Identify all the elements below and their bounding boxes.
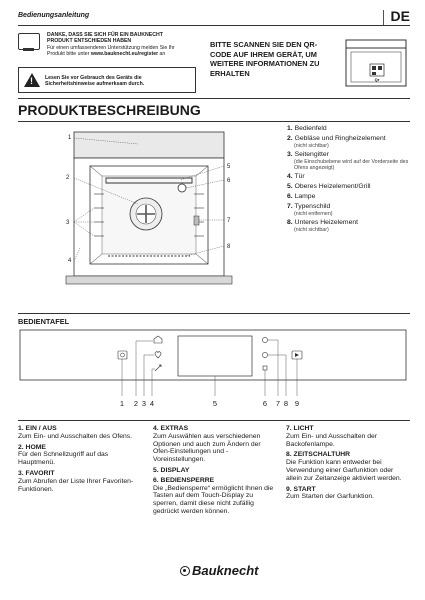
panel-label-3: 3 <box>142 399 146 408</box>
laptop-icon <box>18 33 40 51</box>
panel-label-1: 1 <box>120 399 124 408</box>
control-panel-title: BEDIENTAFEL <box>18 313 410 326</box>
header-divider <box>383 10 384 25</box>
brand-mark-icon <box>180 565 190 576</box>
callout-4: 4 <box>68 258 72 264</box>
control-panel-diagram: 1 2 3 4 5 6 7 8 9 <box>19 329 407 408</box>
callout-1: 1 <box>68 135 72 141</box>
bulb-icon[interactable] <box>262 337 268 343</box>
qr-instruction: BITTE SCANNEN SIE DEN QR- CODE AUF IHREM… <box>210 40 320 78</box>
registration-note: DANKE, DASS SIE SICH FÜR EIN BAUKNECHT P… <box>47 32 175 58</box>
panel-label-2: 2 <box>134 399 138 408</box>
page-header: Bedienungsanleitung DE <box>18 8 410 26</box>
heart-icon[interactable] <box>154 351 162 359</box>
play-icon <box>295 353 299 357</box>
callout-7: 7 <box>227 218 231 224</box>
panel-label-4: 4 <box>150 399 154 408</box>
lamp-icon <box>177 183 187 193</box>
legend-item: 6. Lampe <box>287 193 316 200</box>
power-button[interactable] <box>117 350 128 360</box>
rating-plate <box>193 215 200 226</box>
oven-diagram: 1 2 3 4 5 6 7 8 <box>65 131 233 285</box>
display-screen <box>177 335 253 377</box>
description-column-1: 1. EIN / AUS Zum Ein- und Ausschalten de… <box>18 425 134 493</box>
legend-item: 7. Typenschild(nicht entfernen) <box>287 203 333 217</box>
parts-legend: 1. Bedienfeld 2. Gebläse und Ringheizele… <box>287 125 412 235</box>
section-title: PRODUKTBESCHREIBUNG <box>18 98 410 122</box>
home-icon[interactable] <box>153 335 163 344</box>
register-link[interactable]: www.bauknecht.eu/register <box>90 51 159 58</box>
legend-item: 5. Oberes Heizelement/Grill <box>287 183 371 190</box>
legend-item: 2. Gebläse und Ringheizelement(nicht sic… <box>287 135 386 149</box>
callout-6: 6 <box>227 178 231 184</box>
legend-item: 1. Bedienfeld <box>287 125 327 132</box>
panel-label-6: 6 <box>263 399 267 408</box>
description-column-3: 7. LICHT Zum Ein- und Ausschalten der Ba… <box>286 425 402 501</box>
panel-label-5: 5 <box>213 399 217 408</box>
callout-3: 3 <box>66 220 70 226</box>
qr-sticker-label: Qr <box>375 77 380 82</box>
power-icon <box>120 352 125 358</box>
description-column-2: 4. EXTRAS Zum Auswählen aus verschiedene… <box>153 425 274 515</box>
legend-item: 8. Unteres Heizelement(nicht sichtbar) <box>287 219 359 233</box>
tools-icon[interactable] <box>154 364 162 372</box>
panel-label-7: 7 <box>276 399 280 408</box>
legend-item: 3. Seitengitter(die Einschubebene wird a… <box>287 151 409 171</box>
language-code: DE <box>390 8 410 24</box>
callout-5: 5 <box>227 164 231 170</box>
timer-icon[interactable] <box>262 352 268 358</box>
callout-2: 2 <box>66 175 70 181</box>
panel-label-8: 8 <box>284 399 288 408</box>
panel-label-9: 9 <box>295 399 299 408</box>
side-racks <box>94 193 204 237</box>
brand-logo: Bauknecht <box>180 563 258 578</box>
manual-title: Bedienungsanleitung <box>18 12 90 19</box>
legend-item: 4. Tür <box>287 173 305 180</box>
oven-with-qr-label-icon: Qr <box>345 39 407 87</box>
control-panel-area <box>73 131 225 159</box>
warning-triangle-icon <box>24 73 40 87</box>
safety-warning-box: Lesen Sie vor Gebrauch des Geräts die Si… <box>18 67 196 93</box>
top-heating-element <box>105 177 193 184</box>
callout-8: 8 <box>227 244 231 250</box>
